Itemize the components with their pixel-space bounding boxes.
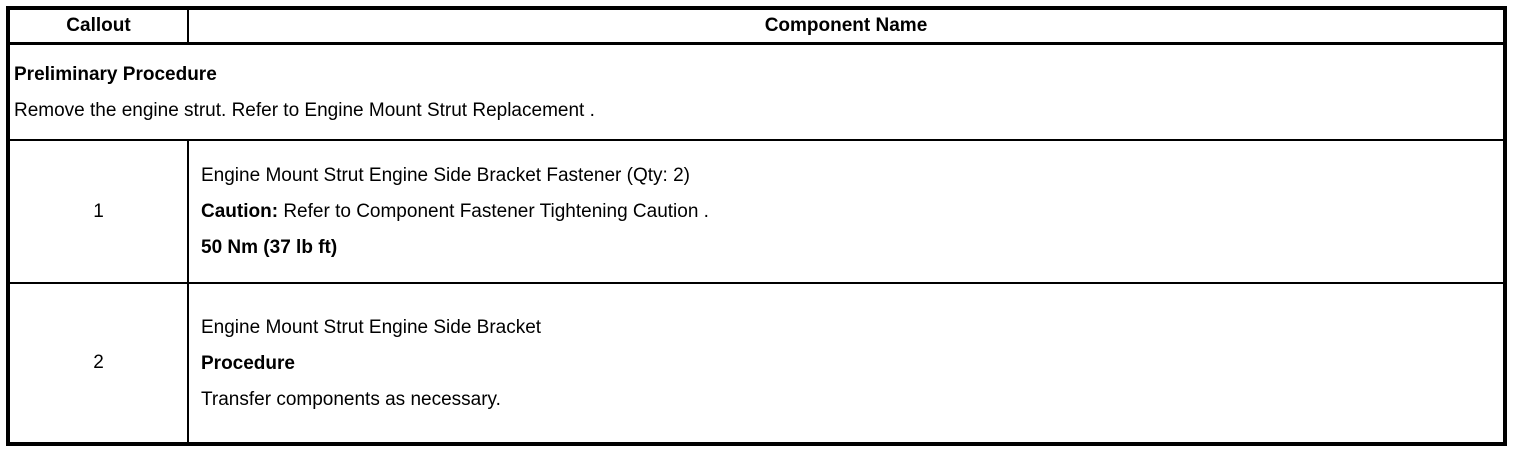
procedure-text: Transfer components as necessary. bbox=[201, 388, 501, 410]
component-name-text: Engine Mount Strut Engine Side Bracket F… bbox=[201, 165, 690, 186]
component-cell: Engine Mount Strut Engine Side Bracket P… bbox=[187, 282, 1505, 444]
table-row-callout-1: 1 Engine Mount Strut Engine Side Bracket… bbox=[8, 139, 1505, 283]
preliminary-procedure-row: Preliminary Procedure Remove the engine … bbox=[8, 44, 1505, 141]
caution-label: Caution: bbox=[201, 201, 279, 222]
component-cell: Engine Mount Strut Engine Side Bracket F… bbox=[187, 139, 1505, 283]
table-row-callout-2: 2 Engine Mount Strut Engine Side Bracket… bbox=[8, 282, 1505, 444]
caution-note: Caution: Refer to Component Fastener Tig… bbox=[201, 200, 1491, 223]
callout-column-header: Callout bbox=[8, 8, 188, 45]
component-name-text: Engine Mount Strut Engine Side Bracket bbox=[201, 316, 542, 338]
callout-number: 1 bbox=[8, 139, 188, 283]
callout-number: 2 bbox=[8, 282, 188, 444]
table-header-row: Callout Component Name bbox=[8, 8, 1505, 45]
preliminary-procedure-text: Remove the engine strut. Refer to Engine… bbox=[14, 99, 595, 121]
component-name-column-header: Component Name bbox=[187, 8, 1505, 45]
procedure-label: Procedure bbox=[201, 352, 295, 374]
torque-spec: 50 Nm (37 lb ft) bbox=[201, 237, 338, 258]
callout-component-table: Callout Component Name Preliminary Proce… bbox=[6, 6, 1507, 446]
preliminary-procedure-title: Preliminary Procedure bbox=[14, 63, 217, 85]
caution-text: Refer to Component Fastener Tightening C… bbox=[278, 201, 709, 222]
preliminary-procedure-cell: Preliminary Procedure Remove the engine … bbox=[8, 44, 1505, 141]
